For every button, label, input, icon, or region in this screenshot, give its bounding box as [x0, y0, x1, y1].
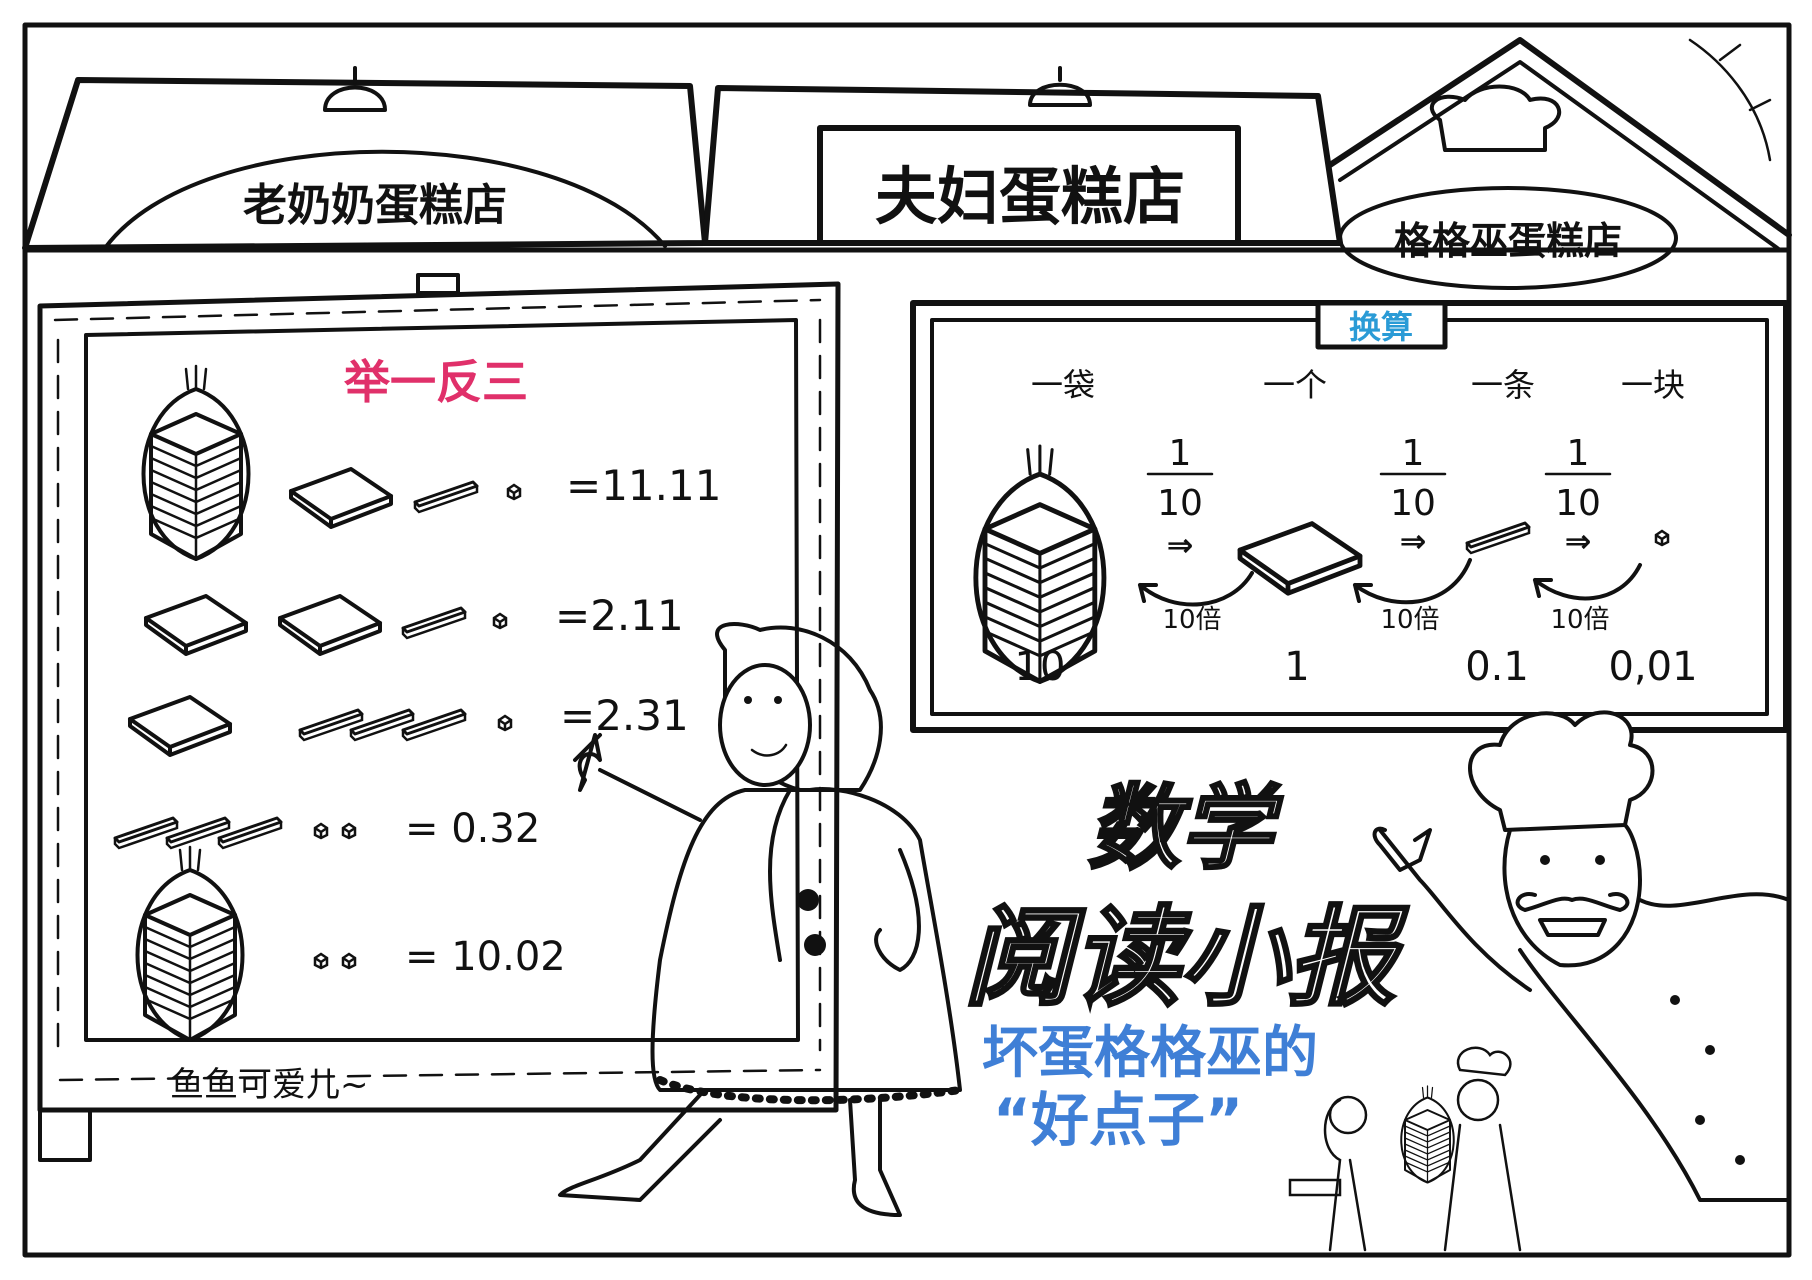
subtitle-line-1: 坏蛋格格巫的	[982, 1021, 1318, 1086]
left-chalkboard: 举一反三	[37, 273, 841, 1162]
signature: 鱼鱼可爱儿~	[170, 1065, 369, 1105]
svg-text:1: 1	[1169, 433, 1192, 474]
board-title: 举一反三	[343, 355, 528, 409]
fraction-3: 1 10 ⇒	[1544, 433, 1612, 560]
shop-gargamel: 格格巫蛋糕店	[1327, 37, 1792, 290]
shop-couple: 夫妇蛋糕店	[702, 66, 1343, 246]
subtitle-line-2: “好点子”	[993, 1086, 1243, 1154]
equation-4: = 0.32	[405, 806, 540, 852]
svg-text:10: 10	[1157, 483, 1203, 524]
svg-text:10: 10	[1390, 483, 1436, 524]
svg-text:⇒: ⇒	[1167, 526, 1194, 564]
conversion-tab-label: 换算	[1349, 308, 1413, 346]
value-bag: 10	[1015, 644, 1066, 690]
fraction-2: 1 10 ⇒	[1379, 433, 1447, 560]
shop-name-grandma: 老奶奶蛋糕店	[243, 180, 507, 231]
multiplier-1: 10倍	[1162, 605, 1221, 635]
bakers-illustration	[1288, 1046, 1522, 1252]
value-block: 0,01	[1608, 644, 1697, 690]
svg-text:⇒: ⇒	[1565, 522, 1592, 560]
unit-strip: 一条	[1471, 366, 1535, 404]
shop-grandma: 老奶奶蛋糕店	[22, 66, 708, 251]
multiplier-3: 10倍	[1550, 605, 1609, 635]
shop-name-couple: 夫妇蛋糕店	[875, 160, 1185, 233]
svg-text:1: 1	[1567, 433, 1590, 474]
equation-5: = 10.02	[405, 934, 566, 980]
equation-2: =2.11	[555, 591, 684, 640]
unit-bag: 一袋	[1031, 366, 1095, 404]
svg-text:⇒: ⇒	[1400, 522, 1427, 560]
unit-block: 一块	[1621, 366, 1685, 404]
teacher-illustration	[558, 622, 964, 1217]
svg-text:10: 10	[1555, 483, 1601, 524]
value-strip: 0.1	[1465, 644, 1529, 690]
equation-1: =11.11	[566, 461, 721, 510]
fraction-1: 1 10 ⇒	[1146, 433, 1214, 564]
multiplier-2: 10倍	[1380, 605, 1439, 635]
title-line-1: 数学	[1088, 775, 1283, 882]
value-piece: 1	[1284, 644, 1309, 690]
title-line-2: 阅读小报	[964, 896, 1409, 1021]
svg-text:1: 1	[1402, 433, 1425, 474]
right-board: 换算 一袋 一个 一条 一块 1 10 ⇒ 1 10 ⇒ 1 10 ⇒	[910, 300, 1789, 733]
chef-illustration	[1372, 710, 1791, 1202]
leaves-decoration	[1688, 38, 1772, 162]
unit-piece: 一个	[1263, 366, 1327, 404]
equations: =11.11 =2.11 =2.31 = 0.32 = 10.02	[405, 461, 721, 980]
equation-3: =2.31	[560, 691, 689, 740]
shop-name-gargamel: 格格巫蛋糕店	[1394, 219, 1622, 263]
